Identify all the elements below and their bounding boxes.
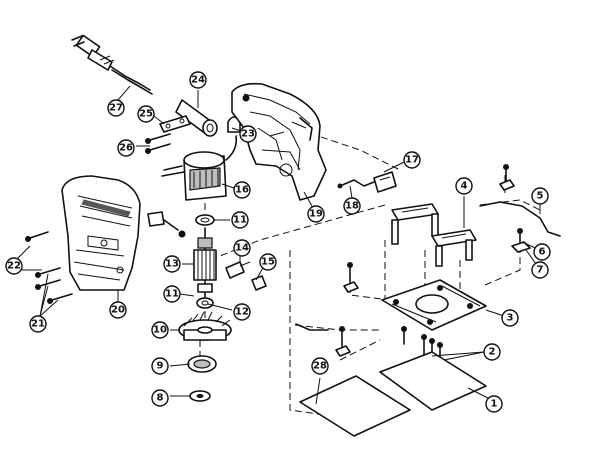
housing-screws (25, 231, 73, 304)
callout-26: 26 (117, 139, 135, 157)
callout-13: 13 (163, 255, 181, 273)
left-screw (343, 262, 359, 293)
callout-label: 13 (165, 259, 179, 270)
callout-label: 8 (157, 393, 164, 404)
callout-label: 3 (507, 313, 514, 324)
callout-5: 5 (531, 187, 549, 205)
spring-wire (479, 201, 561, 237)
callout-23: 23 (239, 125, 257, 143)
wire-connector (147, 211, 186, 238)
callout-7: 7 (531, 261, 549, 279)
leader-lines (17, 85, 541, 405)
base-plate (381, 279, 487, 331)
field-coil (161, 135, 238, 201)
callout-25: 25 (137, 105, 155, 123)
callout-22: 22 (5, 257, 23, 275)
callout-label: 6 (539, 247, 546, 258)
callout-4: 4 (455, 177, 473, 195)
callout-label: 2 (489, 347, 496, 358)
paper-clamp-right (431, 229, 477, 267)
callout-27: 27 (107, 99, 125, 117)
callout-2: 2 (483, 343, 501, 361)
callout-15: 15 (259, 253, 277, 271)
callout-12: 12 (233, 303, 251, 321)
callout-14: 14 (233, 239, 251, 257)
callout-3: 3 (501, 309, 519, 327)
wire-link (295, 323, 329, 331)
callout-1: 1 (485, 395, 503, 413)
callout-label: 24 (191, 75, 205, 86)
callout-label: 21 (31, 319, 45, 330)
callout-20: 20 (109, 301, 127, 319)
washer (189, 390, 211, 402)
callout-28: 28 (311, 357, 329, 375)
callout-label: 28 (313, 361, 327, 372)
upper-screw (499, 164, 515, 191)
brush-cap (251, 275, 267, 291)
clamp-screws (145, 133, 171, 154)
callout-21: 21 (29, 315, 47, 333)
power-cord-plug (71, 34, 153, 95)
motor-housing-half (231, 82, 327, 201)
callout-17: 17 (403, 151, 421, 169)
cord-strain-relief (175, 99, 218, 137)
callout-label: 15 (261, 257, 275, 268)
callout-11-upper: 11 (231, 211, 249, 229)
callout-label: 22 (7, 261, 21, 272)
carbon-brush (225, 261, 251, 279)
sanding-pad (379, 351, 487, 411)
cord-clamp (159, 115, 191, 133)
callout-label: 4 (461, 181, 468, 192)
callout-10: 10 (151, 321, 169, 339)
callout-24: 24 (189, 71, 207, 89)
callout-18: 18 (343, 197, 361, 215)
callout-9: 9 (151, 357, 169, 375)
switch (373, 171, 397, 193)
callout-label: 1 (491, 399, 498, 410)
callout-label: 23 (241, 129, 255, 140)
armature (193, 227, 217, 301)
callout-16: 16 (233, 181, 251, 199)
switch-wire (337, 179, 375, 189)
callout-label: 17 (405, 155, 419, 166)
callout-label: 20 (111, 305, 125, 316)
callout-8: 8 (151, 389, 169, 407)
paper-clamp-left (391, 203, 439, 245)
callout-label: 5 (537, 191, 544, 202)
callout-11-lower: 11 (163, 285, 181, 303)
nut-7 (511, 241, 531, 253)
callout-19: 19 (307, 205, 325, 223)
fan (178, 311, 232, 341)
bearing-bottom (187, 355, 217, 373)
callout-label: 9 (157, 361, 164, 372)
callout-label: 10 (153, 325, 167, 336)
lower-screw (335, 326, 351, 357)
callout-label: 7 (537, 265, 544, 276)
callout-label: 26 (119, 143, 133, 154)
callout-label: 19 (309, 209, 323, 220)
callout-label: 12 (235, 307, 249, 318)
callout-label: 27 (109, 103, 123, 114)
callout-label: 11 (233, 215, 247, 226)
rear-housing (61, 175, 141, 291)
callout-6: 6 (533, 243, 551, 261)
callout-label: 11 (165, 289, 179, 300)
bearing-lower (196, 297, 214, 309)
assembly-guide-lines (199, 129, 541, 421)
callout-label: 16 (235, 185, 249, 196)
screw-6 (517, 228, 523, 245)
sanding-sheet (299, 375, 411, 437)
bearing-upper (195, 214, 215, 226)
callout-label: 18 (345, 201, 359, 212)
callout-label: 14 (235, 243, 249, 254)
callout-label: 25 (139, 109, 153, 120)
